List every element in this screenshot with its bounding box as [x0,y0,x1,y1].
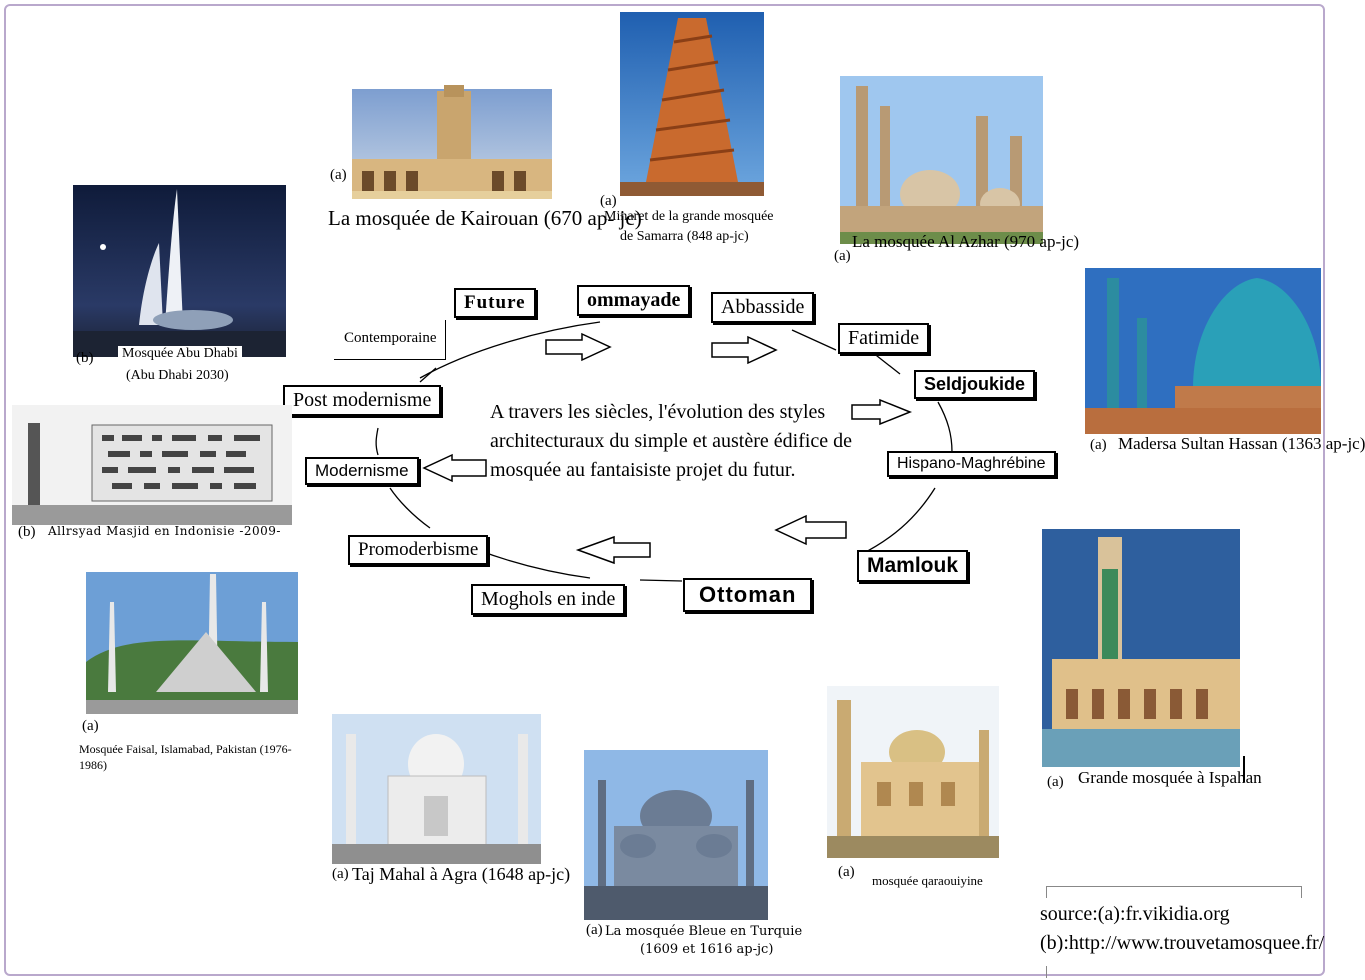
arc-ottoman-moghols [639,579,683,582]
mark-qaraouiyine: (a) [838,864,855,880]
photo-alazhar [840,76,1043,244]
caption-samarra-1: Minaret de la grande mosquée [604,209,774,224]
madersa-mosque-image [1085,268,1321,434]
mark-madersa: (a) [1090,437,1107,453]
style-modernisme: Modernisme [305,457,419,485]
photo-bleue [584,750,768,920]
faisal-mosque-image [86,572,298,714]
source-tick-left [1046,886,1047,898]
arc-fatimide-seldjoukide [871,351,901,375]
arc-contemporaine-ommayade [419,321,601,379]
samarra-minaret-image [620,12,764,196]
arrow-right-2 [711,335,778,365]
mark-samarra: (a) [600,193,617,209]
allrsyad-masjid-image [12,405,292,525]
photo-madersa [1085,268,1321,434]
center-description: A travers les siècles, l'évolution des s… [490,401,853,481]
mark-faisal: (a) [82,718,99,734]
mark-tajmahal: (a) [332,866,349,882]
caption-bleue-1: La mosquée Bleue en Turquie [605,924,803,939]
tajmahal-image [332,714,541,864]
arrow-left-1 [422,453,487,483]
bleue-mosque-image [584,750,768,920]
caption-qaraouiyine: mosquée qaraouiyine [872,873,983,888]
arc-seldjoukide-hispano [937,401,953,453]
style-promoderbisme: Promoderbisme [348,535,489,565]
abudhabi-project-image [73,185,286,357]
arc-modernisme-postmodernisme [375,427,379,456]
caption-kairouan: La mosquée de Kairouan (670 ap- jc) [328,206,642,230]
style-post-modernisme: Post modernisme [283,385,442,416]
style-moghols: Moghols en inde [471,584,626,615]
source-line-2: (b):http://www.trouvetamosquee.fr/ [1040,932,1325,954]
photo-samarra [620,12,764,196]
caption-abudhabi-1: Mosquée Abu Dhabi [118,346,242,362]
style-future: Future [454,288,536,318]
caption-faisal-2: 1986) [79,758,107,772]
ispahan-mosque-image [1042,529,1240,767]
mark-alazhar: (a) [834,248,851,264]
photo-qaraouiyine [827,686,999,858]
photo-tajmahal [332,714,541,864]
cycle-diagram [375,321,953,582]
caption-samarra-2: de Samarra (848 ap-jc) [620,229,749,244]
photo-kairouan [352,85,552,199]
source-tick-right [1301,886,1302,898]
style-contemporaine: Contemporaine [334,320,446,360]
arrow-right-1 [545,332,612,362]
photo-faisal [86,572,298,714]
arc-promoderbisme-modernisme [389,487,431,529]
qaraouiyine-mosque-image [827,686,999,858]
caption-bleue-2: (1609 et 1616 ap-jc) [640,942,774,957]
caption-allrsyad: Allrsyad Masjid en Indonisie -2009- [48,524,281,538]
mark-ispahan: (a) [1047,774,1064,790]
photo-allrsyad [12,405,292,525]
source-block: source:(a):fr.vikidia.org (b):http://www… [1040,900,1324,958]
arrow-right-3 [851,398,913,426]
arc-hispano-mamlouk [859,487,936,556]
alazhar-mosque-image [840,76,1043,244]
mark-kairouan: (a) [330,167,347,183]
arrow-left-3 [575,535,651,565]
source-top-line [1046,886,1302,887]
caption-abudhabi-2: (Abu Dhabi 2030) [126,368,229,383]
source-tick-bottom [1046,966,1047,978]
caption-ispahan: Grande mosquée à Ispahan [1078,768,1262,787]
style-seldjoukide: Seldjoukide [914,370,1036,399]
mark-abudhabi: (b) [76,350,94,366]
style-mamlouk: Mamlouk [857,550,969,582]
caption-tajmahal: Taj Mahal à Agra (1648 ap-jc) [352,864,571,884]
photo-abudhabi [73,185,286,357]
source-line-1: source:(a):fr.vikidia.org [1040,903,1230,925]
mark-allrsyad: (b) [18,524,36,540]
caption-alazhar: La mosquée Al Azhar (970 ap-jc) [852,232,1080,251]
arc-moghols-promoderbisme [477,549,591,579]
caption-faisal-1: Mosquée Faisal, Islamabad, Pakistan (197… [79,742,292,756]
photo-ispahan [1042,529,1240,767]
arc-postmodernisme-contemporaine [419,367,437,383]
style-abbasside: Abbasside [711,292,815,323]
style-fatimide: Fatimide [838,323,930,354]
style-ommayade: ommayade [577,285,691,316]
style-hispano: Hispano-Maghrébine [887,451,1056,477]
page-frame [4,4,1325,976]
ispahan-divider [1243,756,1245,782]
arc-abbasside-fatimide [791,329,837,351]
kairouan-mosque-image [352,85,552,199]
arrow-left-2 [774,514,847,546]
caption-madersa: Madersa Sultan Hassan (1363 ap-jc) [1118,434,1365,453]
style-ottoman: Ottoman [683,578,813,612]
mark-bleue: (a) [586,922,603,938]
